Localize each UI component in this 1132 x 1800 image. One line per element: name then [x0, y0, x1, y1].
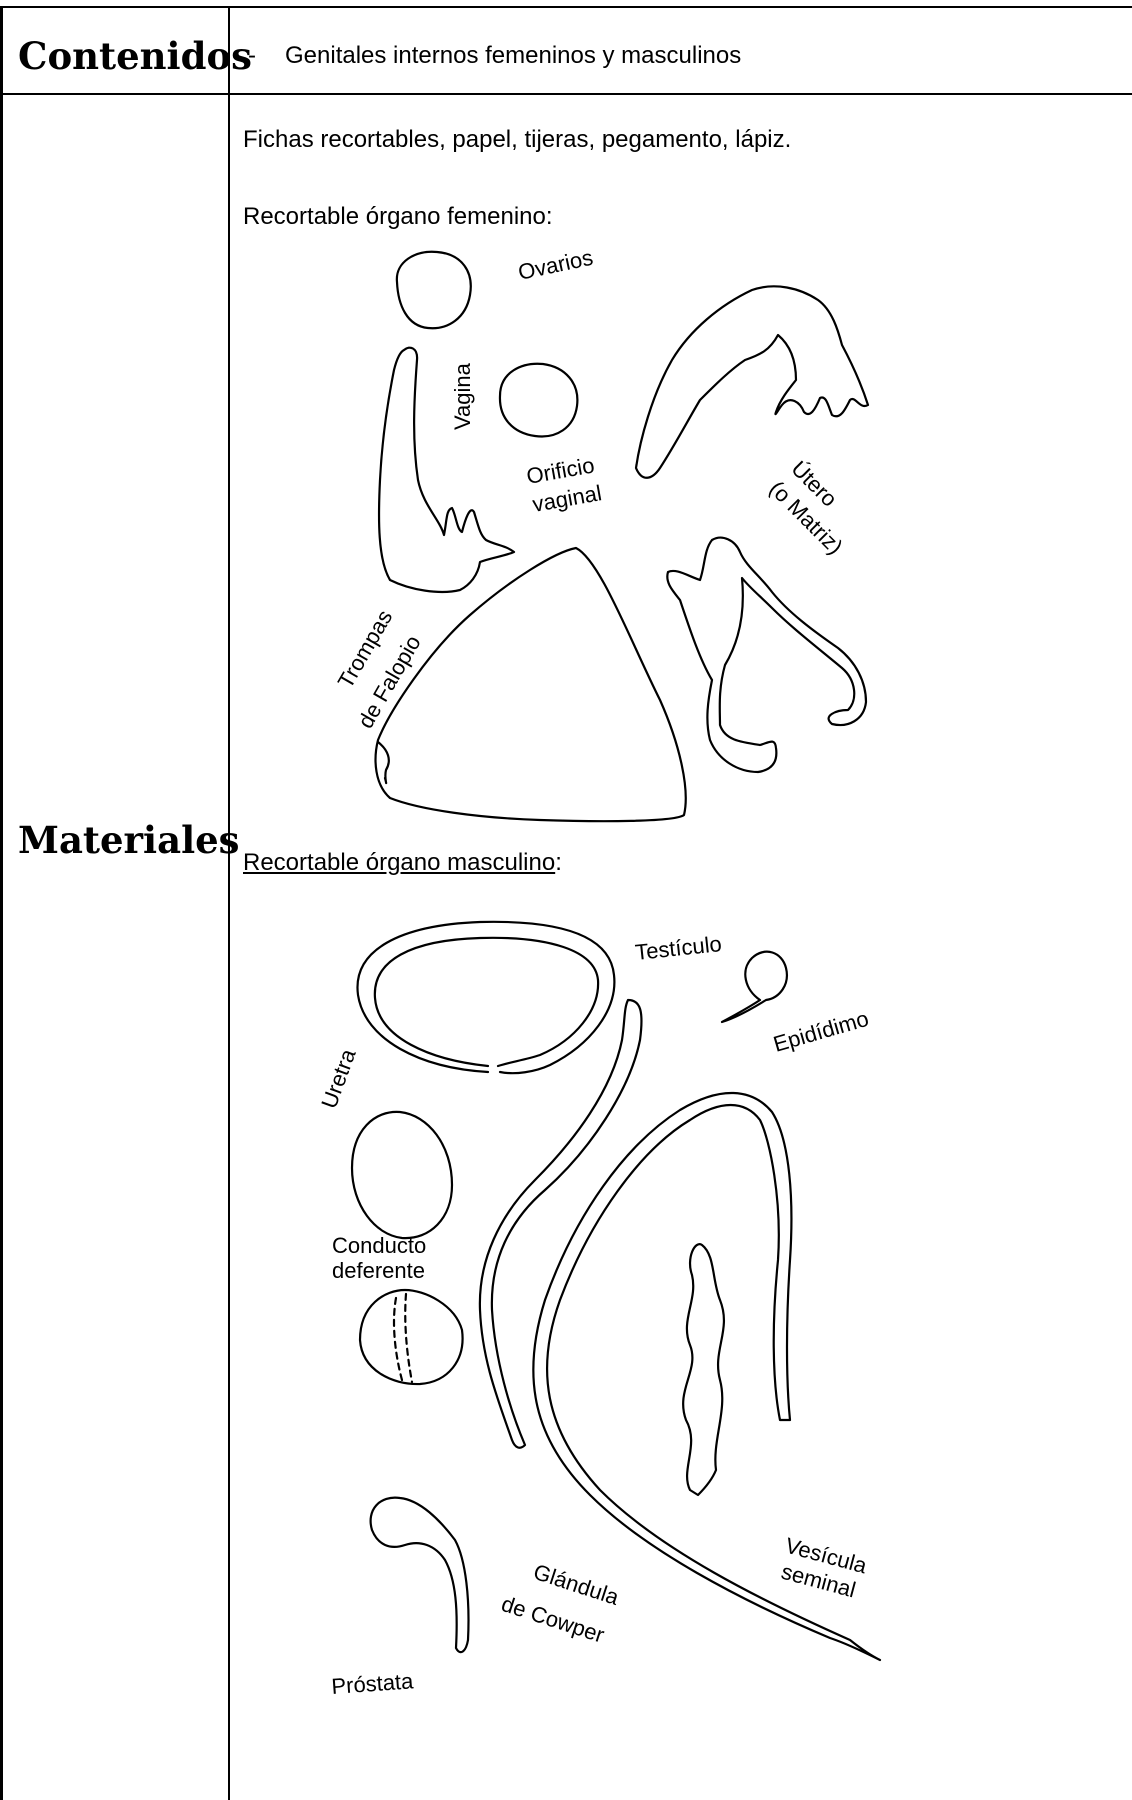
label-conducto-1: Conducto [332, 1233, 426, 1258]
urethra-oval-shape [352, 1112, 452, 1238]
urethra-tube-shape [480, 1000, 642, 1448]
label-testiculo: Testículo [634, 931, 723, 965]
label-prostata: Próstata [331, 1668, 415, 1699]
conducto-seed-dash-1 [394, 1298, 402, 1380]
label-epididimo: Epidídimo [770, 1006, 871, 1057]
conducto-seed-shape [360, 1290, 463, 1384]
testicle-ring-outer [357, 922, 614, 1073]
epididymis-shape [722, 952, 787, 1022]
conducto-seed-dash-2 [405, 1294, 412, 1382]
label-uretra: Uretra [316, 1045, 361, 1112]
seminal-vesicle-shape [683, 1244, 724, 1495]
label-conducto-2: deferente [332, 1258, 425, 1283]
testicle-ring-inner [375, 938, 598, 1066]
prostate-shape [371, 1498, 469, 1653]
